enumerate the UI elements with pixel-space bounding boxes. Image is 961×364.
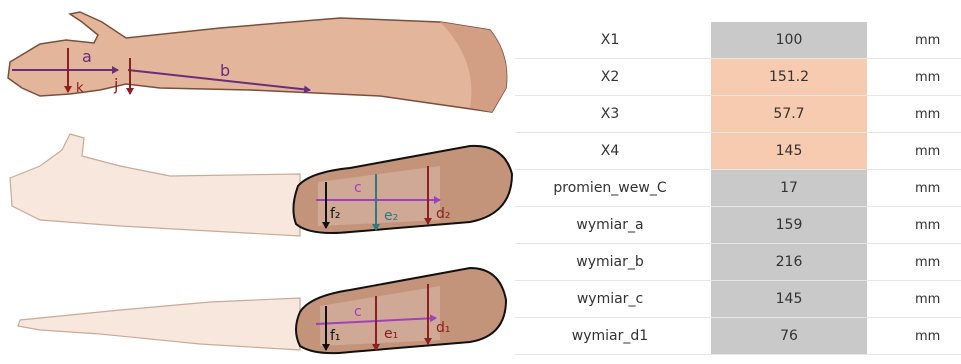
- param-value-cell[interactable]: 216: [711, 244, 867, 281]
- param-unit: mm: [915, 59, 961, 96]
- param-row: promien_wew_C 17 mm: [515, 170, 961, 207]
- param-value-cell[interactable]: 17: [711, 170, 867, 207]
- param-name: X1: [515, 22, 705, 59]
- param-unit: mm: [915, 22, 961, 59]
- param-value-cell[interactable]: 159: [711, 207, 867, 244]
- label-e-2: e₂: [384, 208, 398, 224]
- param-row: X2 151.2 mm: [515, 59, 961, 96]
- label-d-2: d₂: [436, 206, 451, 222]
- param-unit: mm: [915, 318, 961, 355]
- label-f-2: f₂: [330, 206, 341, 222]
- param-name: wymiar_d1: [515, 318, 705, 355]
- label-k: k: [76, 81, 84, 96]
- param-value-cell[interactable]: 145: [711, 133, 867, 170]
- param-name: wymiar_a: [515, 207, 705, 244]
- param-unit: mm: [915, 96, 961, 133]
- label-f-3: f₁: [330, 328, 341, 344]
- param-name: promien_wew_C: [515, 170, 705, 207]
- label-a: a: [82, 47, 92, 66]
- label-e-3: e₁: [384, 326, 398, 342]
- arm-bottom: c e₁ d₁ f₁: [18, 268, 506, 353]
- label-c-2: c: [354, 180, 362, 196]
- param-name: X2: [515, 59, 705, 96]
- param-row: wymiar_b 216 mm: [515, 244, 961, 281]
- param-name: wymiar_b: [515, 244, 705, 281]
- param-row: wymiar_a 159 mm: [515, 207, 961, 244]
- param-row: wymiar_d1 76 mm: [515, 318, 961, 355]
- param-value-cell[interactable]: 151.2: [711, 59, 867, 96]
- label-j: j: [113, 75, 118, 94]
- param-value-cell[interactable]: 145: [711, 281, 867, 318]
- param-name: X4: [515, 133, 705, 170]
- arm-middle: c e₂ d₂ f₂: [10, 134, 512, 236]
- label-b: b: [220, 61, 230, 80]
- param-unit: mm: [915, 244, 961, 281]
- param-unit: mm: [915, 281, 961, 318]
- param-unit: mm: [915, 207, 961, 244]
- param-value-cell[interactable]: 57.7: [711, 96, 867, 133]
- param-name: X3: [515, 96, 705, 133]
- param-value-cell[interactable]: 76: [711, 318, 867, 355]
- param-row: X4 145 mm: [515, 133, 961, 170]
- arm-measurement-illustration: a b k j c e₂ d₂ f₂ c: [0, 0, 515, 360]
- label-d-3: d₁: [436, 320, 451, 336]
- param-name: wymiar_c: [515, 281, 705, 318]
- label-c-3: c: [354, 304, 362, 320]
- param-row: X3 57.7 mm: [515, 96, 961, 133]
- param-row: X1 100 mm: [515, 22, 961, 59]
- param-row: wymiar_c 145 mm: [515, 281, 961, 318]
- parameter-table: X1 100 mm X2 151.2 mm X3 57.7 mm X4 145 …: [515, 0, 961, 360]
- param-value-cell[interactable]: 100: [711, 22, 867, 59]
- param-unit: mm: [915, 133, 961, 170]
- arm-top: a b k j: [8, 12, 507, 112]
- param-unit: mm: [915, 170, 961, 207]
